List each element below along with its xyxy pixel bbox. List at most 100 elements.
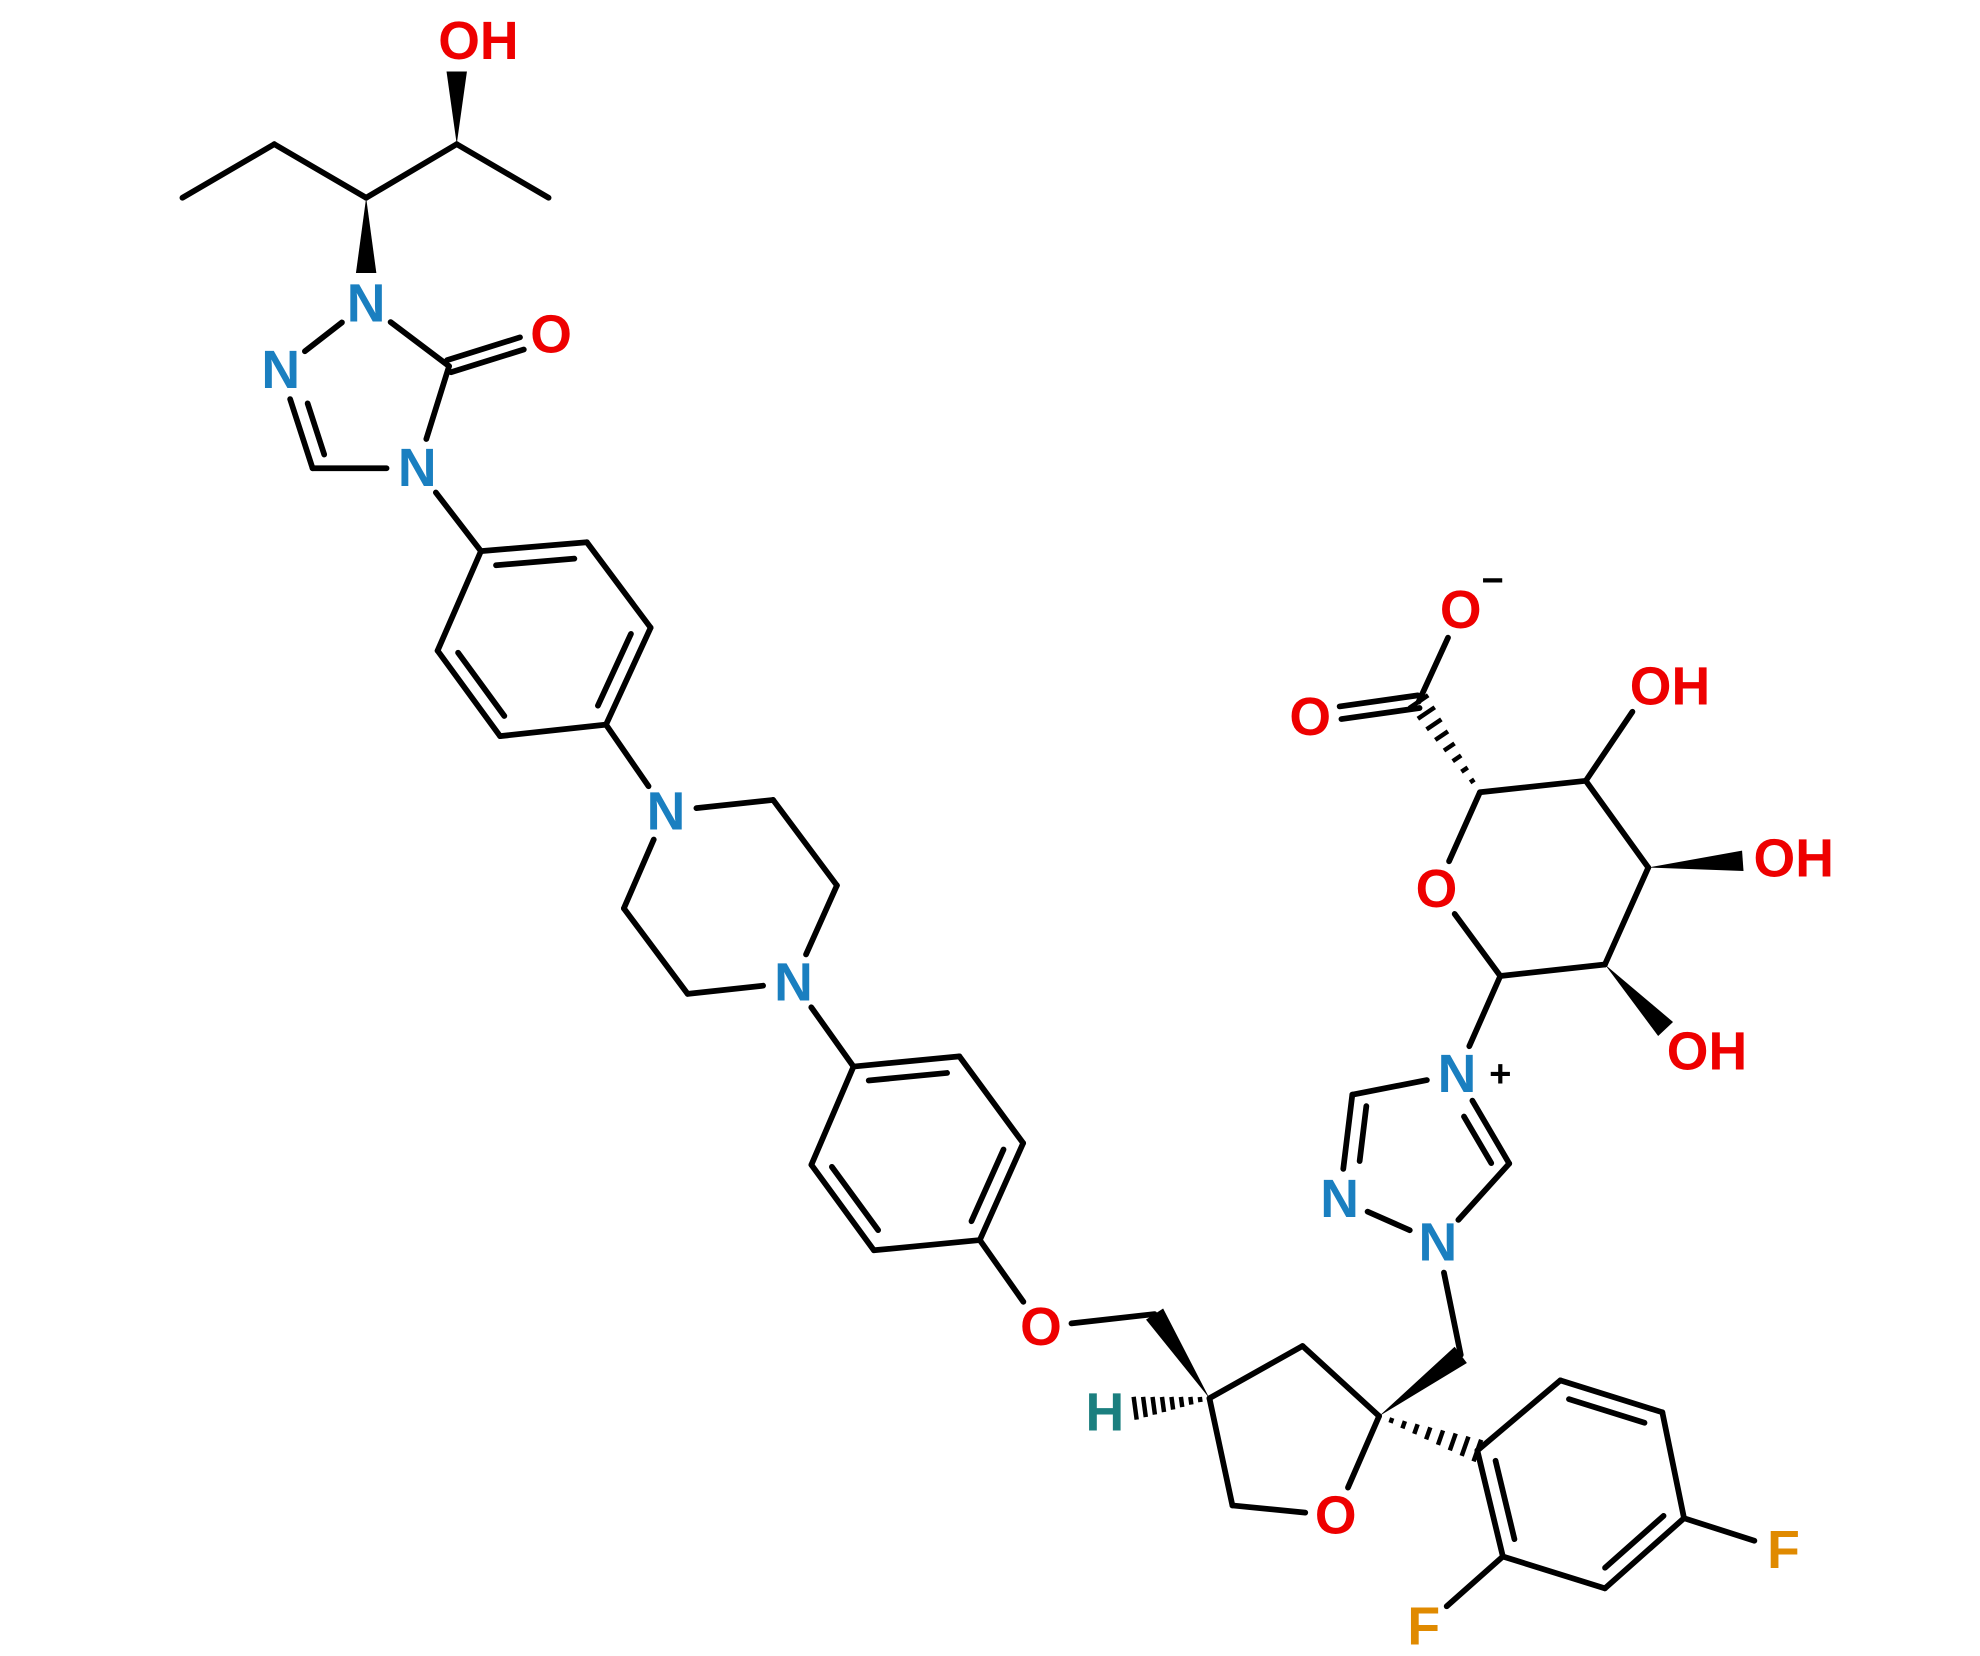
bond-single bbox=[808, 1004, 857, 1070]
bond-double bbox=[1338, 705, 1423, 722]
bond-double-inner bbox=[1461, 1113, 1495, 1166]
bond-hash bbox=[1435, 1429, 1446, 1446]
bond-single bbox=[770, 797, 840, 889]
bond-single bbox=[803, 882, 840, 958]
bond-single bbox=[387, 319, 452, 370]
bond-hash bbox=[1425, 717, 1443, 732]
bond-double bbox=[1557, 1377, 1666, 1416]
bond-single bbox=[808, 1063, 857, 1168]
bond-double bbox=[1336, 692, 1421, 710]
atom-labels: OH N N N O N N O O H N N N + F F O OH OH… bbox=[261, 11, 1834, 1656]
bond-double bbox=[1602, 1515, 1687, 1592]
bond-hash bbox=[1468, 777, 1476, 785]
bond-double bbox=[444, 334, 523, 363]
atom-n-piperazine-1: N bbox=[647, 781, 686, 841]
bond-hash bbox=[1178, 1396, 1185, 1408]
atom-n-triazolone-4: N bbox=[398, 438, 437, 498]
bond-single bbox=[434, 548, 484, 654]
bond-wedge bbox=[1648, 850, 1744, 871]
bond-hash bbox=[1477, 789, 1483, 795]
bond-hash bbox=[1150, 1396, 1158, 1415]
bond-wedge bbox=[446, 71, 467, 145]
bond-hash bbox=[1376, 1414, 1382, 1419]
bond-hash bbox=[1447, 1432, 1458, 1452]
atom-o-carbonyl: O bbox=[530, 304, 572, 364]
bond-double-inner bbox=[865, 1070, 950, 1084]
bond-single bbox=[1068, 1311, 1158, 1327]
bond-hash bbox=[1434, 729, 1450, 742]
bond-single bbox=[301, 319, 345, 355]
bond-single bbox=[1602, 864, 1652, 968]
bond-single bbox=[1582, 777, 1652, 871]
bond-double-inner bbox=[829, 1164, 882, 1234]
bonds bbox=[179, 71, 1758, 1610]
atom-o-carboxyl-double: O bbox=[1289, 687, 1331, 747]
bond-single bbox=[693, 797, 776, 812]
bond-double bbox=[808, 1161, 877, 1254]
bond-single bbox=[1415, 634, 1451, 705]
bond-double bbox=[287, 396, 316, 472]
bond-double bbox=[976, 1140, 1027, 1243]
bond-single bbox=[1474, 1377, 1564, 1454]
bond-single bbox=[432, 489, 484, 555]
bond-hash bbox=[1131, 1396, 1139, 1420]
bond-single bbox=[1582, 708, 1636, 784]
atom-n-triazolium-1: N bbox=[1418, 1213, 1457, 1273]
bond-single bbox=[1451, 911, 1504, 979]
bond-wedge bbox=[1604, 964, 1674, 1036]
bond-hash bbox=[1442, 741, 1456, 753]
bond-single bbox=[1441, 1269, 1464, 1358]
bond-double-inner bbox=[1356, 1103, 1370, 1164]
bond-single bbox=[1455, 1160, 1513, 1223]
atom-o-ether: O bbox=[1020, 1297, 1062, 1357]
bond-hash bbox=[1169, 1396, 1176, 1410]
bond-hash bbox=[1451, 753, 1463, 764]
bond-single bbox=[1466, 973, 1504, 1050]
bond-hash bbox=[1197, 1396, 1203, 1403]
bond-single bbox=[271, 141, 370, 201]
bond-double bbox=[850, 1053, 963, 1070]
bond-wedge bbox=[1379, 1346, 1467, 1417]
bond-single bbox=[1345, 1413, 1382, 1491]
bond-single bbox=[620, 905, 691, 997]
bond-single bbox=[1206, 1395, 1236, 1509]
atom-oh-top: OH bbox=[438, 11, 518, 71]
bond-single bbox=[620, 836, 657, 912]
atom-f-ortho: F bbox=[1407, 1597, 1440, 1656]
atom-n-triazolium-plus: N bbox=[1438, 1044, 1477, 1104]
bond-double-inner bbox=[1602, 1512, 1667, 1571]
bond-double bbox=[434, 647, 503, 740]
bond-single bbox=[684, 982, 766, 997]
bond-single bbox=[423, 363, 452, 442]
bond-single bbox=[1349, 1077, 1430, 1098]
bond-single bbox=[1497, 961, 1608, 979]
bond-single bbox=[1299, 1343, 1382, 1420]
bond-single bbox=[1681, 1515, 1758, 1544]
bond-single bbox=[1229, 1502, 1309, 1516]
bond-single bbox=[497, 721, 609, 740]
bond-hash bbox=[1416, 705, 1437, 721]
atom-n-triazolium-2: N bbox=[1320, 1169, 1359, 1229]
bond-hash bbox=[1412, 1423, 1420, 1435]
atom-o-pyran: O bbox=[1416, 859, 1458, 919]
bond-double bbox=[1340, 1091, 1356, 1172]
bond-double-inner bbox=[493, 555, 578, 569]
bond-single bbox=[1477, 777, 1589, 796]
bond-double-inner bbox=[1566, 1396, 1648, 1426]
bond-single bbox=[1443, 1553, 1506, 1610]
atom-oh-c2: OH bbox=[1667, 1021, 1747, 1081]
bond-hash bbox=[1159, 1396, 1167, 1413]
bond-hash bbox=[1388, 1417, 1395, 1424]
bond-double-inner bbox=[595, 631, 634, 709]
bond-double bbox=[478, 539, 590, 555]
bond-hash bbox=[1460, 765, 1470, 774]
bond-single bbox=[453, 141, 552, 201]
atom-oh-c3: OH bbox=[1754, 829, 1834, 889]
bond-single bbox=[1499, 1553, 1608, 1592]
bond-hash bbox=[1424, 1426, 1433, 1441]
bond-double bbox=[1469, 1097, 1513, 1167]
bond-wedge bbox=[355, 197, 377, 274]
atom-n-triazolone-2: N bbox=[261, 340, 300, 400]
